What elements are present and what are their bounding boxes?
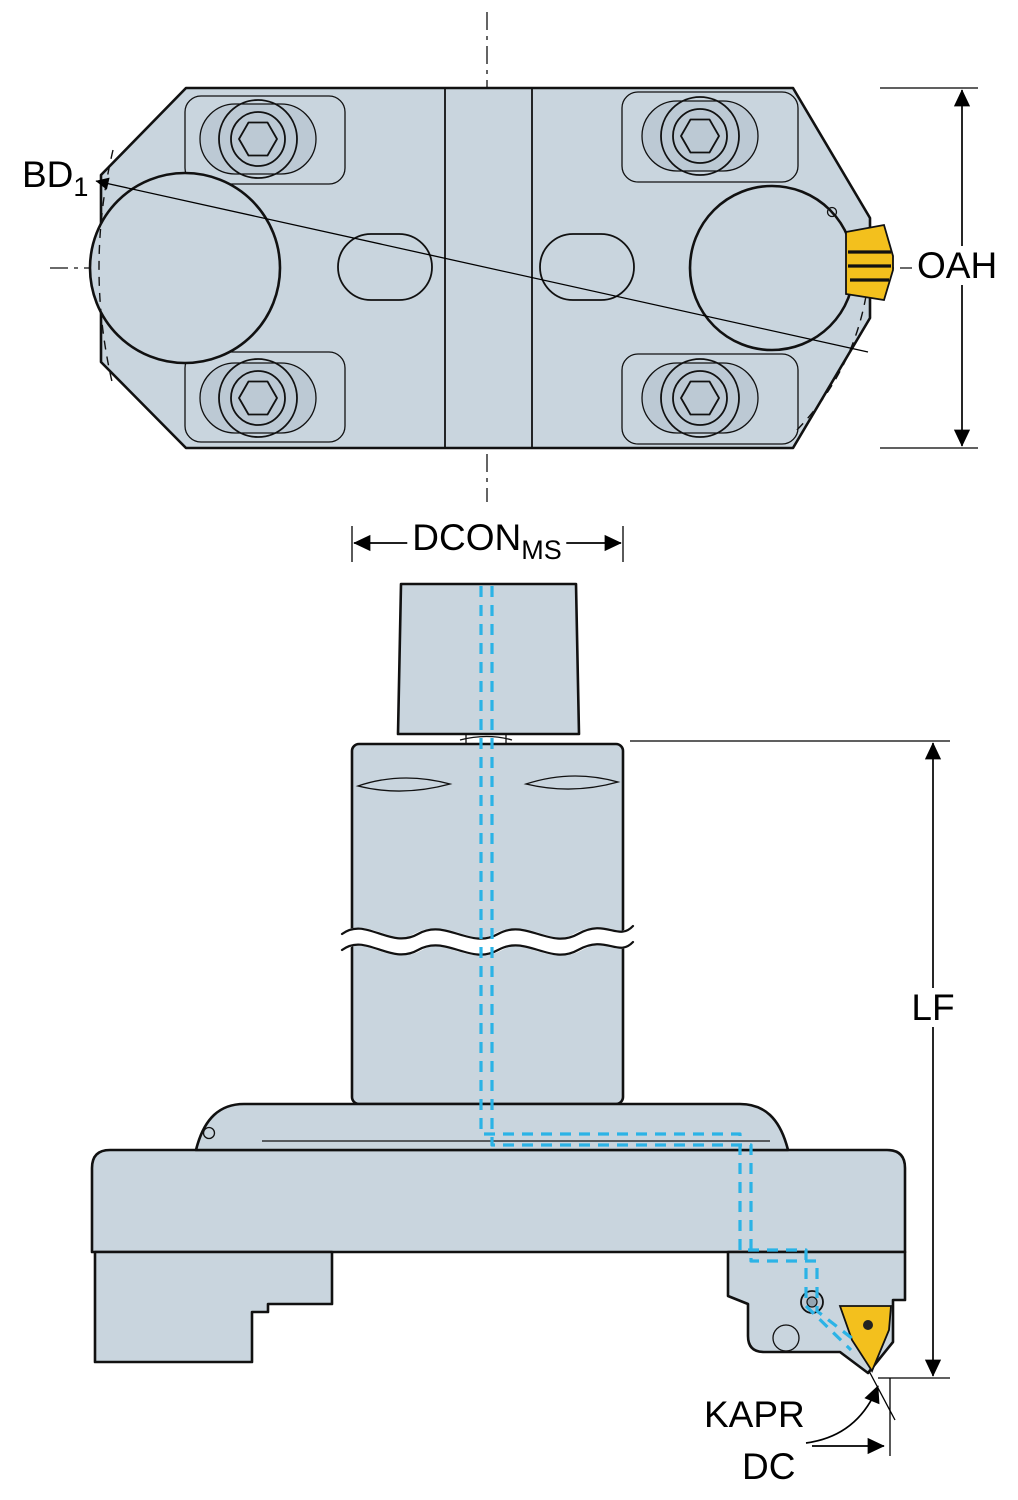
shank-neck-detail	[459, 734, 513, 743]
bore-circle-right	[688, 184, 856, 352]
adaptor-cylinder	[350, 742, 625, 1106]
top-view	[50, 12, 978, 502]
head-coolant-hole	[772, 1324, 800, 1352]
head-clamp-screw-center	[806, 1296, 818, 1308]
left-foot-block	[93, 1250, 334, 1364]
dome-pin-hole	[202, 1126, 216, 1140]
cutting-insert-front	[838, 1305, 892, 1373]
clamp-flat-left	[355, 777, 453, 792]
front-view	[90, 526, 950, 1456]
label-oah: OAH	[912, 246, 1003, 285]
angle-kapr	[805, 1370, 896, 1444]
coolant-channel	[479, 586, 859, 1352]
label-dcon-ms: DCONMS	[407, 518, 567, 565]
clamp-screw-icon	[199, 99, 317, 179]
bd1-leader-line	[95, 177, 869, 353]
clamp-screw-icon	[199, 358, 317, 438]
center-slot-right	[539, 233, 635, 301]
cutting-insert-top	[845, 223, 894, 302]
label-lf: LF	[906, 988, 960, 1027]
swing-arc-right	[794, 295, 867, 433]
label-kapr: KAPR	[704, 1394, 805, 1435]
flange-body	[90, 1148, 907, 1254]
bore-circle-left	[88, 171, 282, 365]
dim-dc	[812, 1378, 891, 1456]
insert-screw-top	[826, 206, 838, 218]
label-dc: DC	[742, 1446, 796, 1487]
clamp-flat-right	[523, 775, 621, 790]
tool-shank	[396, 582, 581, 736]
clamp-screw-icon	[641, 358, 759, 438]
center-slot-left	[337, 233, 433, 301]
clamp-screw-icon	[641, 96, 759, 176]
label-bd1: BD1	[22, 154, 89, 202]
swing-arc-left	[98, 149, 114, 387]
